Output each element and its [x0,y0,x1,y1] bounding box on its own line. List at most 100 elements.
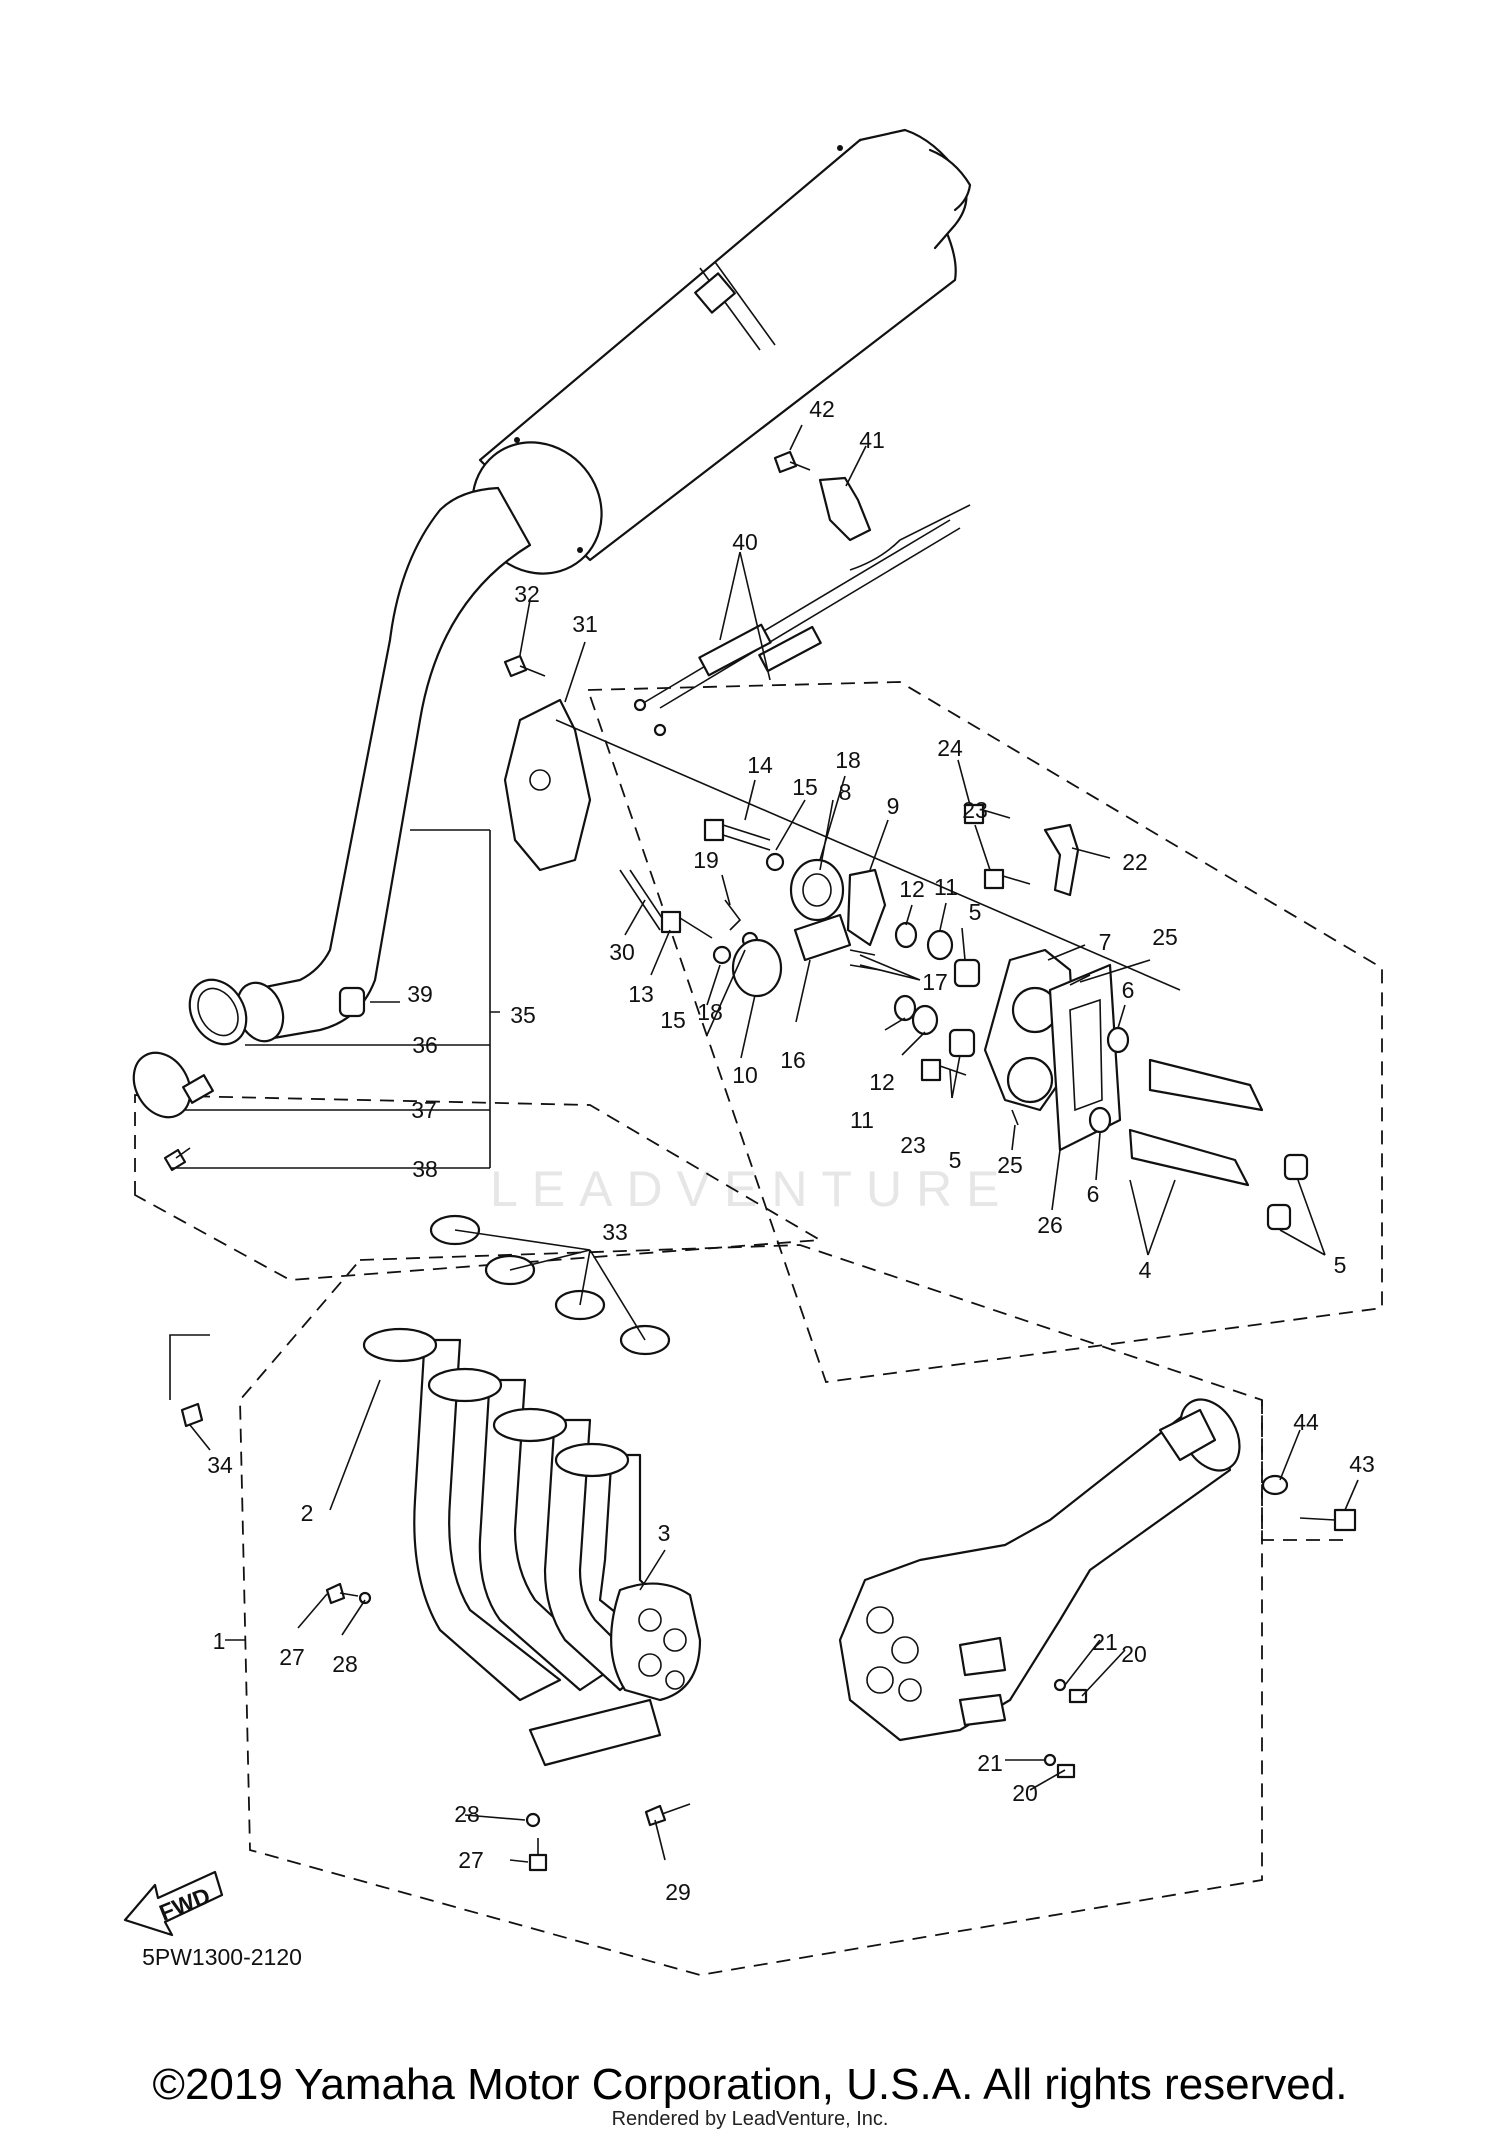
callout-20b: 20 [1012,1780,1038,1806]
bracket-leader-line [555,719,1181,991]
callout-7: 7 [1099,929,1112,955]
link-16 [793,913,852,962]
bolt-23a [983,868,1031,890]
washer-28b [525,1812,541,1828]
callout-11b: 11 [850,1107,874,1133]
callout-16: 16 [780,1047,806,1073]
pipe-clamp-37 [132,1051,214,1119]
callout-18b: 18 [697,999,723,1025]
muffler-boundary [134,1094,823,1281]
gasket-6a [1106,1026,1130,1054]
callout-44: 44 [1293,1409,1319,1435]
bolt-20a [1068,1688,1088,1704]
callout-33: 33 [602,1219,628,1245]
bolt-23b [920,1058,967,1082]
bolt-24 [963,803,1011,825]
bolt-42 [773,450,811,474]
leader-lines [169,424,1359,1863]
callout-25a: 25 [1152,924,1178,950]
callout-41: 41 [859,427,885,453]
copyright-notice: ©2019 Yamaha Motor Corporation, U.S.A. A… [152,2060,1348,2109]
callout-38: 38 [412,1156,438,1182]
pulley-10 [731,938,783,998]
pin-25b [1011,1109,1019,1126]
callout-6a: 6 [1122,977,1135,1003]
callout-31: 31 [572,611,598,637]
washer-15a [765,852,785,872]
exhaust-header-2 [362,1327,662,1767]
washer-11b [911,1004,939,1036]
grommet-39 [338,986,366,1018]
bolt-34 [180,1402,204,1428]
collector-joint-pipe [838,1398,1241,1742]
gasket-26 [1048,963,1122,1152]
callout-18a: 18 [835,747,861,773]
callout-10: 10 [732,1062,758,1088]
washer-21b [1043,1753,1057,1767]
damper-4 [1128,1058,1264,1187]
callout-28b: 28 [454,1801,480,1827]
bolt-32 [503,654,546,678]
callout-43: 43 [1349,1451,1375,1477]
callout-13: 13 [628,981,654,1007]
catalyst-assembly-boundary [586,681,1383,1383]
callout-27b: 27 [458,1847,484,1873]
bolt-43 [1299,1508,1357,1532]
callout-1: 1 [213,1628,226,1654]
watermark: LEADVENTURE [490,1161,1014,1217]
callout-15a: 15 [792,774,818,800]
joint-pipe-boundary [1261,1400,1350,1541]
bolt-38 [163,1147,191,1172]
callout-17: 17 [922,969,948,995]
pin-25a [1069,974,1091,986]
callout-35: 35 [510,1002,536,1028]
sensor-cables-40 [633,504,971,737]
washer-11a [926,929,954,961]
bolt-29 [644,1803,691,1827]
callout-37: 37 [411,1097,437,1123]
washer-12b [893,994,917,1022]
callout-8: 8 [839,779,852,805]
callout-42: 42 [809,396,835,422]
callout-32: 32 [514,581,540,607]
callout-11a: 11 [934,874,958,900]
callout-2: 2 [301,1500,314,1526]
callout-19: 19 [693,847,719,873]
callout-29: 29 [665,1879,691,1905]
bolt-13 [660,910,713,939]
callout-labels: 42 41 40 32 31 14 18 15 8 9 24 23 22 19 … [207,396,1375,1905]
bracket-22 [1043,823,1080,897]
callout-36: 36 [412,1032,438,1058]
washer-15b [712,945,732,965]
collars-5c [1266,1153,1309,1231]
callout-23a: 23 [962,797,988,823]
callout-5a: 5 [969,899,982,925]
muffler [471,128,972,575]
callout-34: 34 [207,1452,233,1478]
callout-15b: 15 [660,1007,686,1033]
callout-9: 9 [887,793,900,819]
gasket-6b [1088,1106,1112,1134]
pipe-gasket-36 [188,978,248,1046]
callout-23b: 23 [900,1132,926,1158]
callout-14: 14 [747,752,773,778]
lever-9 [846,868,887,947]
callout-12a: 12 [899,876,925,902]
callout-21a: 21 [1092,1629,1118,1655]
callout-5c: 5 [1334,1252,1347,1278]
muffler-pipe [235,486,532,1043]
collar-5b [948,1028,976,1058]
bracket-41 [818,476,872,542]
callout-6b: 6 [1087,1181,1100,1207]
pulley-8 [789,858,845,922]
callout-21b: 21 [977,1750,1003,1776]
washer-21a [1053,1678,1067,1692]
callout-28a: 28 [332,1651,358,1677]
bolt-14 [703,818,771,851]
diagram-code: 5PW1300-2120 [142,1944,302,1970]
callout-26: 26 [1037,1212,1063,1238]
bolt-27a [325,1582,359,1605]
callout-39: 39 [407,981,433,1007]
washer-12a [894,921,918,949]
